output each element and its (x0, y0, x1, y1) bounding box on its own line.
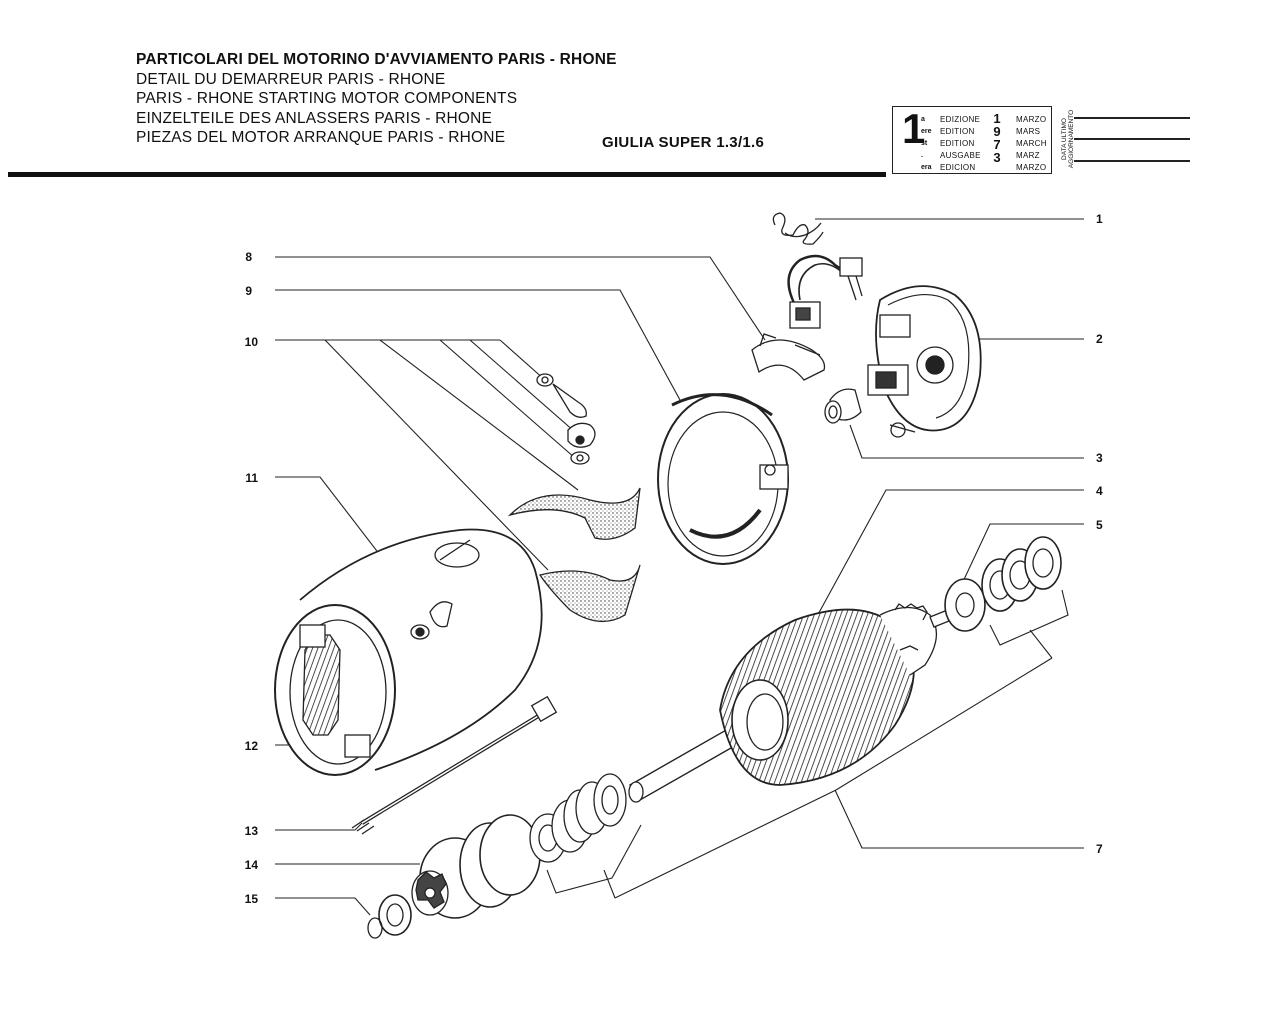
edition-number: 1 (902, 105, 926, 152)
edition-suffix: era (921, 164, 932, 171)
leader-10a (324, 339, 549, 571)
title-italian: PARTICOLARI DEL MOTORINO D'AVVIAMENTO PA… (136, 51, 617, 68)
update-line-3 (1074, 160, 1190, 162)
edition-suffix: ere (921, 128, 932, 135)
edition-words: EDIZIONE EDITION EDITION AUSGABE EDICION (940, 114, 981, 174)
part-4-armature (628, 603, 965, 803)
year-digit: 7 (993, 137, 1001, 152)
part-2-end-plate (867, 285, 982, 438)
leader-7 (834, 789, 1084, 849)
callout-11: 11 (245, 471, 258, 485)
title-english: PARIS - RHONE STARTING MOTOR COMPONENTS (136, 90, 518, 107)
header-rule (8, 172, 886, 177)
part-1-spring (772, 212, 824, 245)
edition-month: MARCH (1016, 139, 1047, 148)
leader-10b (379, 339, 579, 491)
edition-month: MARZ (1016, 151, 1040, 160)
leader-10c (439, 339, 576, 459)
edition-month: MARS (1016, 127, 1041, 136)
callout-4: 4 (1096, 484, 1103, 498)
callout-9: 9 (245, 284, 252, 298)
year-digit: 3 (993, 150, 1001, 165)
edition-suffixes: a ere st . era (921, 114, 932, 174)
part-14-drive-pinion (411, 814, 541, 919)
leader-10e (499, 339, 546, 381)
callout-13: 13 (244, 824, 258, 838)
edition-suffix: a (921, 116, 925, 123)
part-brushes (751, 254, 863, 381)
part-10-terminals (507, 373, 641, 622)
callout-12: 12 (244, 739, 258, 753)
bracket-right (989, 589, 1069, 646)
title-german: EINZELTEILE DES ANLASSERS PARIS - RHONE (136, 109, 493, 127)
year-digit: 1 (993, 111, 1001, 126)
part-3-bushing (824, 388, 862, 424)
edition-word: EDITION (940, 127, 975, 136)
update-line-1 (1074, 117, 1190, 119)
part-13-through-bolt (351, 695, 558, 835)
update-line-2 (1074, 138, 1190, 140)
leader-5 (959, 523, 1084, 589)
leader-4 (814, 489, 1084, 621)
year-digit: 9 (993, 124, 1001, 139)
edition-word: EDIZIONE (940, 115, 981, 124)
leader-lines (275, 218, 1084, 916)
part-9-band (657, 393, 789, 565)
callout-2: 2 (1096, 332, 1103, 346)
bracket-left (546, 824, 642, 894)
model-name: GIULIA SUPER 1.3/1.6 (602, 134, 765, 151)
leader-9 (275, 289, 681, 401)
part-5-washers-right (944, 536, 1062, 632)
callout-5: 5 (1096, 518, 1103, 532)
leader-3 (849, 424, 1084, 459)
edition-word: EDITION (940, 139, 975, 148)
leader-13 (275, 822, 363, 831)
callout-14: 14 (244, 858, 258, 872)
leader-15 (275, 897, 371, 916)
callout-3: 3 (1096, 451, 1103, 465)
edition-word: EDICION (940, 163, 976, 172)
edition-months: MARZO MARS MARCH MARZ MARZO (1016, 114, 1047, 174)
edition-suffix: st (921, 140, 928, 147)
edition-box (892, 106, 1052, 174)
edition-year: 1 9 7 3 (988, 112, 1006, 164)
callout-1: 1 (1096, 212, 1103, 226)
edition-month: MARZO (1016, 163, 1047, 172)
edition-word: AUSGABE (940, 151, 981, 160)
leader-10d (469, 339, 576, 433)
callout-15: 15 (244, 892, 258, 906)
callout-8: 8 (245, 250, 252, 264)
edition-suffix: . (921, 152, 923, 159)
title-french: DETAIL DU DEMARREUR PARIS - RHONE (136, 70, 446, 88)
title-spanish: PIEZAS DEL MOTOR ARRANQUE PARIS - RHONE (136, 129, 506, 146)
callout-10: 10 (244, 335, 258, 349)
edition-month: MARZO (1016, 115, 1047, 124)
part-shaft-washers-left (529, 773, 627, 863)
part-15-rings (367, 894, 412, 939)
callout-7: 7 (1096, 842, 1103, 856)
leader-8 (275, 256, 766, 341)
part-11-housing (274, 528, 543, 776)
title-block: PARTICOLARI DEL MOTORINO D'AVVIAMENTO PA… (136, 50, 617, 148)
